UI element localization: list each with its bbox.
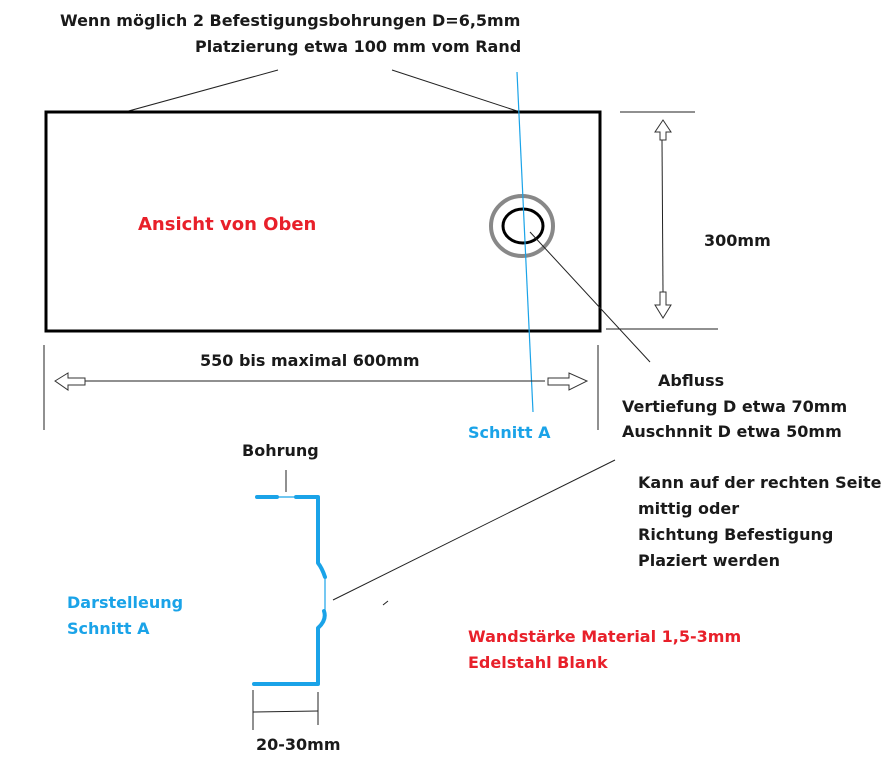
section-title-line2: Schnitt A bbox=[67, 619, 150, 638]
material-note-line1: Wandstärke Material 1,5-3mm bbox=[468, 627, 741, 646]
flange-dim-line bbox=[252, 710, 319, 713]
arrow-up-icon bbox=[654, 119, 672, 141]
leader-section-drain bbox=[332, 459, 616, 601]
width-dimension-label: 550 bis maximal 600mm bbox=[200, 351, 420, 370]
mounting-note-line2: Platzierung etwa 100 mm vom Rand bbox=[195, 37, 521, 56]
section-line-a bbox=[516, 71, 534, 413]
dim-line-vertical bbox=[661, 139, 664, 293]
stray-mark bbox=[382, 600, 389, 606]
section-a-label: Schnitt A bbox=[468, 423, 551, 442]
section-profile bbox=[252, 495, 327, 686]
material-note-line2: Edelstahl Blank bbox=[468, 653, 608, 672]
leader-left-hole bbox=[124, 69, 279, 113]
drain-cutout-note: Auschnnit D etwa 50mm bbox=[622, 422, 842, 441]
drain-cutout-circle bbox=[501, 207, 545, 245]
placement-note-line3: Richtung Befestigung bbox=[638, 525, 833, 544]
height-dimension-label: 300mm bbox=[704, 231, 771, 250]
leader-right-hole bbox=[391, 69, 521, 113]
placement-note-line2: mittig oder bbox=[638, 499, 739, 518]
section-profile-thin bbox=[277, 496, 326, 611]
drain-depression-circle bbox=[489, 194, 555, 258]
arrow-left-icon bbox=[54, 372, 86, 391]
arrow-right-icon bbox=[547, 372, 589, 391]
drain-depression-note: Vertiefung D etwa 70mm bbox=[622, 397, 847, 416]
top-view-outline bbox=[44, 110, 602, 333]
hole-label: Bohrung bbox=[242, 441, 319, 460]
mounting-note-line1: Wenn möglich 2 Befestigungsbohrungen D=6… bbox=[60, 11, 520, 30]
flange-dimension-label: 20-30mm bbox=[256, 735, 341, 754]
drain-title: Abfluss bbox=[658, 371, 724, 390]
placement-note-line1: Kann auf der rechten Seite bbox=[638, 473, 882, 492]
top-view-label: Ansicht von Oben bbox=[138, 214, 316, 235]
placement-note-line4: Plaziert werden bbox=[638, 551, 780, 570]
leader-drain bbox=[529, 231, 651, 363]
section-title-line1: Darstelleung bbox=[67, 593, 183, 612]
arrow-down-icon bbox=[654, 291, 672, 319]
